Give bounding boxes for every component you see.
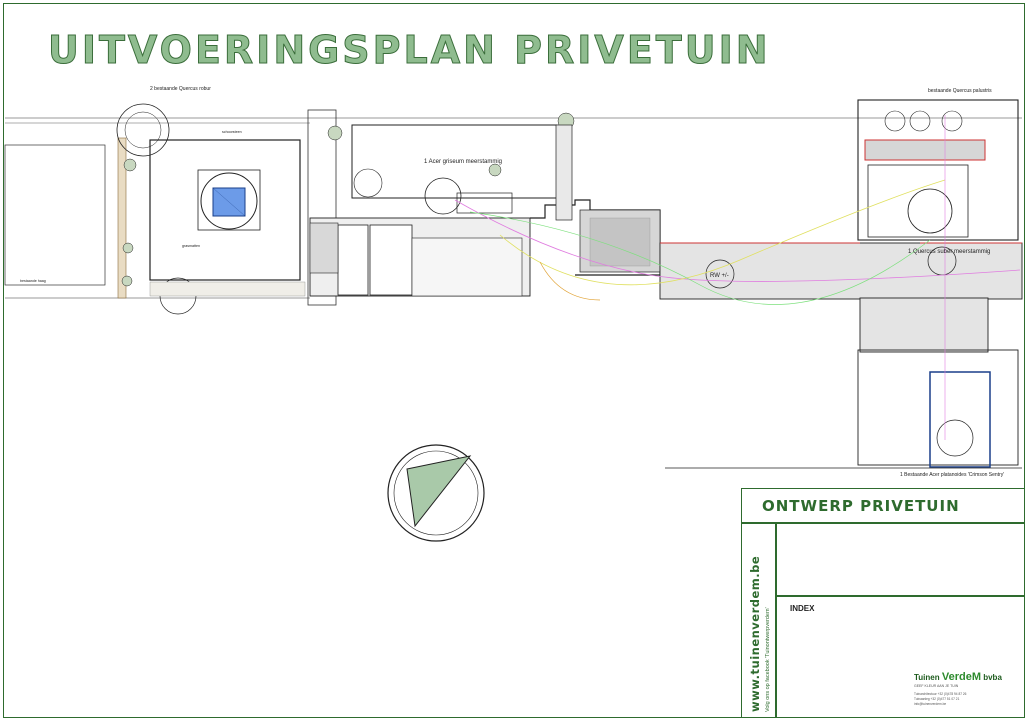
website-vertical: www.tuinenverdem.be Volg ons op facebook… xyxy=(745,530,775,715)
logo-tagline: GEEF KLEUR AAN JE TUIN xyxy=(914,684,959,688)
label-quercus-palustris: bestaande Quercus palustris xyxy=(928,88,992,94)
logo-name-suffix: bvba xyxy=(981,673,1002,682)
logo-contact: Tuinarchitectuur +32 (0)478 94 87 26 Tui… xyxy=(914,692,966,707)
title-block-heading: ONTWERP PRIVETUIN xyxy=(762,497,960,515)
label-acer-griseum: 1 Acer griseum meerstammig xyxy=(424,159,502,165)
logo-name-prefix: Tuinen xyxy=(914,673,942,682)
label-schoorsteen: schoorsteen xyxy=(222,130,242,134)
website-text: www.tuinenverdem.be xyxy=(748,555,762,712)
logo-contact-1: Tuinarchitectuur +32 (0)478 94 87 26 xyxy=(914,692,967,696)
title-block-divider-2 xyxy=(775,595,1025,597)
plan-title: UITVOERINGSPLAN PRIVETUIN xyxy=(48,28,771,73)
title-block xyxy=(741,488,1025,718)
label-quercus-suber: 1 Quercus suber meerstammig xyxy=(908,249,990,255)
label-rw: RW +/- xyxy=(710,273,729,279)
title-block-divider xyxy=(741,522,1025,524)
label-acer-crimson: 1 Bestaande Acer platanoides 'Crimson Se… xyxy=(900,472,1004,478)
logo-brand: VerdeM xyxy=(941,671,981,683)
company-logo: Tuinen VerdeM bvba GEEF KLEUR AAN JE TUI… xyxy=(904,665,1020,715)
label-grasmatten: grasmatten xyxy=(182,244,200,248)
title-block-vertical-divider xyxy=(775,522,777,718)
logo-name: Tuinen VerdeM bvba xyxy=(914,671,1002,683)
label-quercus-robur: 2 bestaande Quercus robur xyxy=(150,86,211,92)
logo-contact-3: info@tuinenverdem.be xyxy=(914,702,947,706)
drawing-frame xyxy=(3,3,1025,718)
label-bestaande-haag: bestaande haag xyxy=(20,279,46,283)
index-label: INDEX xyxy=(790,604,815,613)
facebook-text: Volg ons op facebook 'Tuinontwerpverdem' xyxy=(765,607,771,712)
logo-contact-2: Tuinaanleg +32 (0)477 51 07 21 xyxy=(914,697,960,701)
